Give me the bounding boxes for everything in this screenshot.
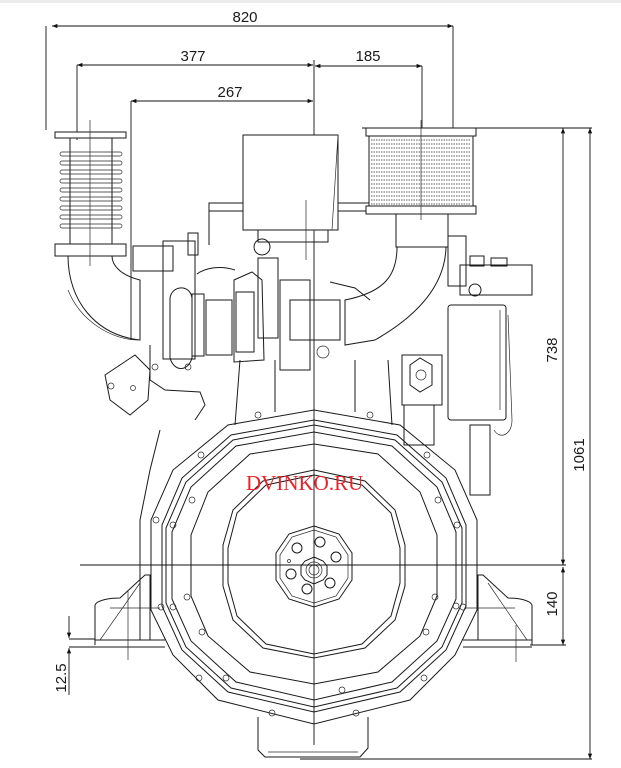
dim-label-12-5: 12.5 xyxy=(53,663,70,692)
dim-label-140: 140 xyxy=(544,591,561,616)
bolt-hole xyxy=(352,709,360,717)
dimension-exhaust-to-center: 267 xyxy=(130,84,313,340)
dim-label-185: 185 xyxy=(355,48,380,65)
dimension-left-to-center: 377 xyxy=(76,48,313,140)
dimension-crank-to-mount: 140 xyxy=(80,564,566,646)
bolt-hole xyxy=(169,603,177,611)
dimension-overall-width: 820 xyxy=(45,9,454,130)
turbocharger xyxy=(104,232,265,421)
bolt-hole xyxy=(366,411,374,419)
bolt-hole xyxy=(452,602,460,610)
dim-label-820: 820 xyxy=(232,9,257,26)
dimension-mount-offset: 12.5 xyxy=(53,616,165,695)
dim-label-377: 377 xyxy=(180,48,205,65)
dim-label-267: 267 xyxy=(217,84,242,101)
bolt-hole xyxy=(434,496,442,504)
exhaust-bellows xyxy=(54,120,141,341)
dimension-overall-height: 1061 xyxy=(300,128,593,760)
engine-block-sides xyxy=(139,359,393,640)
mount-right xyxy=(459,574,533,662)
bolt-hole xyxy=(453,521,461,529)
fuel-filter xyxy=(401,255,533,496)
bolt-hole xyxy=(183,593,191,601)
watermark: DVINKO.RU xyxy=(246,471,363,495)
bolt-hole xyxy=(338,686,346,694)
dim-label-1061: 1061 xyxy=(571,438,588,471)
flywheel-housing xyxy=(150,409,478,758)
mount-left xyxy=(94,574,165,660)
bolt-hole xyxy=(431,593,439,601)
bolt-hole xyxy=(169,521,177,529)
bolt-hole xyxy=(222,674,230,682)
bolt-hole xyxy=(268,709,276,717)
bolt-hole xyxy=(197,451,205,459)
bolt-hole xyxy=(423,451,431,459)
bolt-hole xyxy=(198,628,206,636)
bolt-hole xyxy=(422,628,430,636)
bolt-hole xyxy=(420,674,428,682)
top-border xyxy=(0,0,621,3)
bolt-hole xyxy=(195,674,203,682)
crankshaft-hub xyxy=(275,525,353,608)
engine-block-top xyxy=(208,134,371,371)
dimension-crank-to-top: 738 xyxy=(362,127,592,565)
bolt-hole xyxy=(188,496,196,504)
bolt-hole xyxy=(254,411,262,419)
air-filter xyxy=(344,120,477,346)
dimension-center-to-air-filter: 185 xyxy=(315,48,423,130)
dim-label-738: 738 xyxy=(544,337,561,362)
